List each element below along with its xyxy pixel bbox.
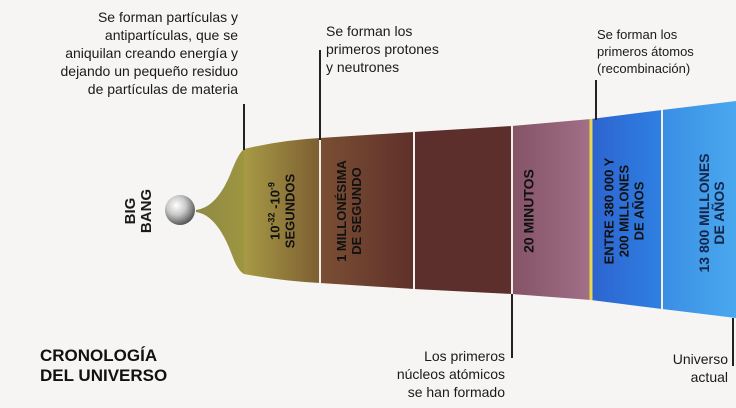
leader-line-particles [243, 104, 245, 150]
segment-1 [244, 138, 320, 283]
leader-line-nuclei [511, 294, 513, 358]
cone-neck [196, 149, 244, 274]
segment-4-label: 20 MINUTOS [520, 169, 537, 253]
segment-6-label: 13 800 MILLONES DE AÑOS [696, 153, 727, 273]
segment-6 [662, 101, 736, 318]
page-title: CRONOLOGÍA DEL UNIVERSO [40, 346, 168, 385]
note-protons: Se forman los primeros protones y neutro… [326, 23, 439, 75]
segment-2-label: 1 MILLONÉSIMA DE SEGUNDO [334, 160, 364, 262]
segment-1-label: 10-32 -10-9 SEGUNDOS [266, 173, 298, 249]
big-bang-label: BIG BANG [122, 188, 155, 234]
segment-2 [320, 132, 414, 289]
note-atoms: Se forman los primeros átomos (recombina… [597, 27, 694, 76]
leader-line-universe [732, 318, 734, 366]
segment-3 [414, 126, 512, 294]
segment-5 [591, 110, 662, 309]
leader-line-atoms [595, 80, 597, 120]
note-nuclei: Los primeros núcleos atómicos se han for… [396, 348, 505, 400]
leader-line-protons [319, 50, 321, 140]
note-particles: Se forman partículas y antipartículas, q… [60, 9, 239, 97]
segment-5-label: ENTRE 380 000 Y 200 MILLONES DE AÑOS [601, 157, 647, 265]
segment-4 [512, 119, 591, 300]
big-bang-ball [165, 195, 195, 225]
note-universe: Universo actual [672, 351, 728, 385]
